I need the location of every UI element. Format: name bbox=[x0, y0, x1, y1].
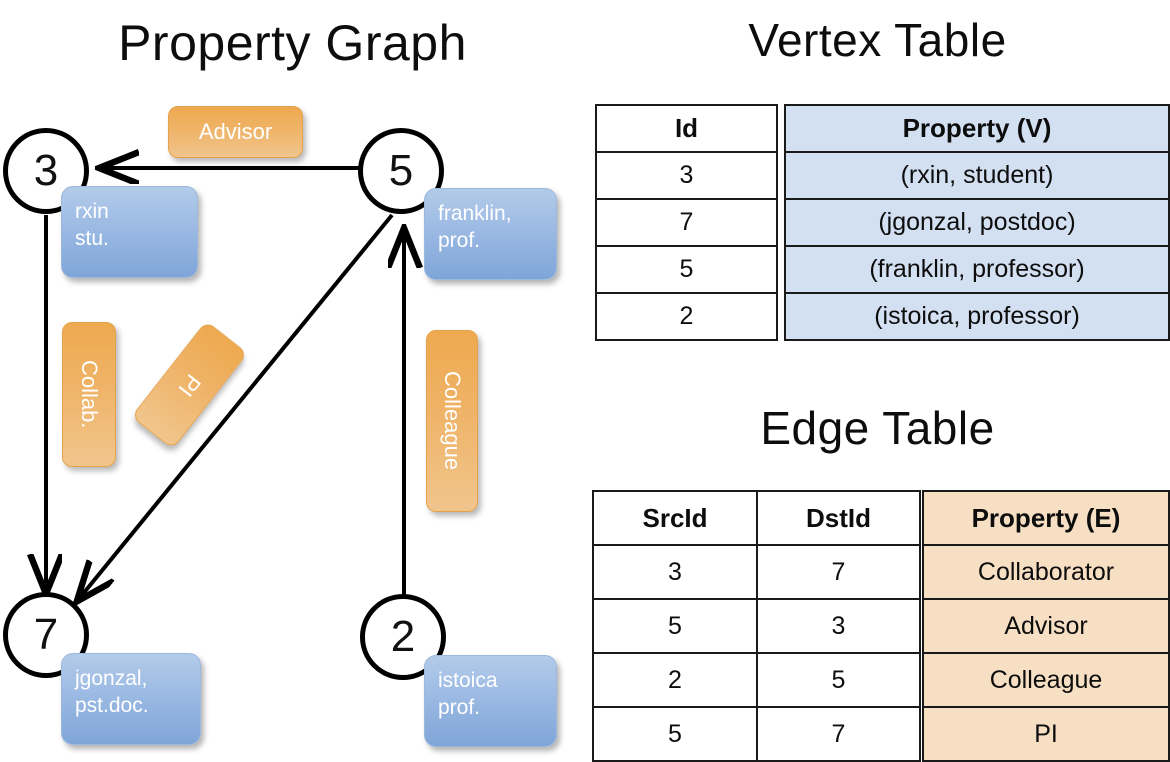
edge-cell-property: Collaborator bbox=[922, 544, 1170, 600]
edge-cell-dstid: 7 bbox=[756, 706, 921, 762]
table-row[interactable]: Colleague bbox=[922, 652, 1170, 708]
graph-node-2[interactable]: 2 bbox=[360, 594, 446, 680]
table-row[interactable]: 3 7 bbox=[592, 544, 921, 600]
edge-cell-srcid: 2 bbox=[592, 652, 758, 708]
edge-cell-dstid: 5 bbox=[756, 652, 921, 708]
edge-table-property-column: Property (E) Collaborator Advisor Collea… bbox=[922, 490, 1170, 762]
node-property-rxin-role: stu. bbox=[75, 227, 109, 250]
node-property-jgonzal-name: jgonzal, bbox=[75, 667, 148, 690]
vertex-cell-property: (rxin, student) bbox=[784, 151, 1170, 200]
table-row[interactable]: PI bbox=[922, 706, 1170, 762]
edge-label-collab: Collab. bbox=[62, 322, 116, 467]
edge-col-header-srcid: SrcId bbox=[592, 490, 758, 546]
vertex-col-header-id: Id bbox=[595, 104, 778, 153]
table-row[interactable]: (rxin, student) bbox=[784, 151, 1170, 200]
edge-col-header-dstid: DstId bbox=[756, 490, 921, 546]
node-property-franklin-role: prof. bbox=[438, 229, 481, 252]
node-property-istoica-role: prof. bbox=[438, 696, 481, 719]
edge-label-advisor-text: Advisor bbox=[198, 119, 273, 144]
vertex-table-property-column: Property (V) (rxin, student) (jgonzal, p… bbox=[784, 104, 1170, 341]
edge-cell-dstid: 3 bbox=[756, 598, 921, 654]
edge-cell-srcid: 3 bbox=[592, 544, 758, 600]
node-property-box-franklin: franklin, prof. bbox=[424, 188, 557, 280]
vertex-cell-property: (istoica, professor) bbox=[784, 292, 1170, 341]
edge-cell-srcid: 5 bbox=[592, 706, 758, 762]
node-property-box-istoica: istoica prof. bbox=[424, 655, 557, 747]
table-row[interactable]: 2 5 bbox=[592, 652, 921, 708]
edge-label-colleague: Colleague bbox=[426, 330, 478, 512]
table-header-row: Id bbox=[595, 104, 778, 153]
table-row[interactable]: 7 bbox=[595, 198, 778, 247]
edge-cell-srcid: 5 bbox=[592, 598, 758, 654]
table-row[interactable]: 3 bbox=[595, 151, 778, 200]
edge-cell-property: Colleague bbox=[922, 652, 1170, 708]
property-graph-panel: Property Graph Advisor Collab. PI bbox=[0, 0, 585, 760]
edge-label-collab-text: Collab. bbox=[77, 360, 102, 429]
graph-edges-layer bbox=[0, 0, 585, 760]
vertex-cell-id: 3 bbox=[595, 151, 778, 200]
node-property-box-jgonzal: jgonzal, pst.doc. bbox=[61, 653, 201, 745]
table-row[interactable]: Advisor bbox=[922, 598, 1170, 654]
table-row[interactable]: 5 7 bbox=[592, 706, 921, 762]
vertex-table-id-column: Id 3 7 5 2 bbox=[595, 104, 778, 341]
table-header-row: SrcId DstId bbox=[592, 490, 921, 546]
table-header-row: Property (V) bbox=[784, 104, 1170, 153]
table-row[interactable]: (franklin, professor) bbox=[784, 245, 1170, 294]
edge-cell-property: PI bbox=[922, 706, 1170, 762]
edge-5-to-7-pi bbox=[78, 213, 394, 600]
node-property-rxin-name: rxin bbox=[75, 200, 109, 223]
edge-label-advisor: Advisor bbox=[168, 106, 303, 158]
edge-label-pi-text: PI bbox=[173, 369, 207, 402]
edge-cell-dstid: 7 bbox=[756, 544, 921, 600]
vertex-cell-id: 2 bbox=[595, 292, 778, 341]
vertex-cell-property: (jgonzal, postdoc) bbox=[784, 198, 1170, 247]
edge-cell-property: Advisor bbox=[922, 598, 1170, 654]
table-row[interactable]: 2 bbox=[595, 292, 778, 341]
edge-table-src-dst-columns: SrcId DstId 3 7 5 3 2 5 5 7 bbox=[592, 490, 921, 762]
graph-node-5[interactable]: 5 bbox=[358, 128, 444, 214]
page-title-vertex-table: Vertex Table bbox=[748, 14, 1007, 66]
page-title-edge-table: Edge Table bbox=[760, 402, 995, 454]
node-property-istoica-name: istoica bbox=[438, 669, 498, 692]
node-property-box-rxin: rxin stu. bbox=[61, 186, 198, 278]
table-header-row: Property (E) bbox=[922, 490, 1170, 546]
table-row[interactable]: (istoica, professor) bbox=[784, 292, 1170, 341]
vertex-col-header-property: Property (V) bbox=[784, 104, 1170, 153]
vertex-cell-property: (franklin, professor) bbox=[784, 245, 1170, 294]
vertex-cell-id: 5 bbox=[595, 245, 778, 294]
edge-col-header-property: Property (E) bbox=[922, 490, 1170, 546]
table-row[interactable]: Collaborator bbox=[922, 544, 1170, 600]
table-row[interactable]: (jgonzal, postdoc) bbox=[784, 198, 1170, 247]
node-property-jgonzal-role: pst.doc. bbox=[75, 694, 149, 717]
table-row[interactable]: 5 3 bbox=[592, 598, 921, 654]
table-row[interactable]: 5 bbox=[595, 245, 778, 294]
node-property-franklin-name: franklin, bbox=[438, 202, 512, 225]
page-title-property-graph: Property Graph bbox=[118, 15, 467, 71]
edge-label-colleague-text: Colleague bbox=[440, 371, 465, 471]
vertex-cell-id: 7 bbox=[595, 198, 778, 247]
